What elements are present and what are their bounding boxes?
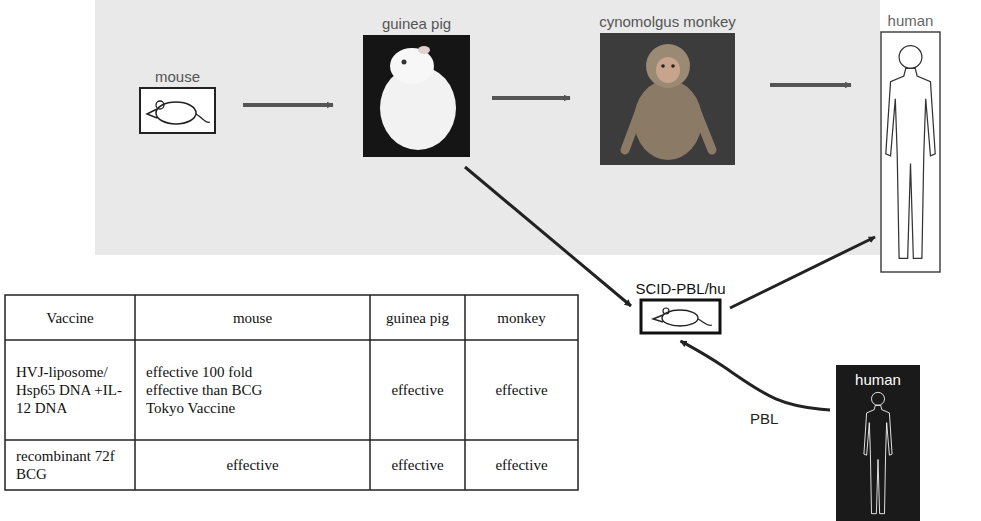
table-text: effective <box>391 381 443 399</box>
node-label: human <box>855 371 901 388</box>
table-cell: effective <box>371 341 464 439</box>
arrow-connector <box>681 341 831 410</box>
table-grid <box>5 295 578 490</box>
table-cell: Vaccine <box>6 296 134 339</box>
arrow-connector <box>492 96 570 100</box>
node-label: cynomolgus monkey <box>599 13 736 30</box>
table-cell: effective <box>466 341 577 439</box>
arrow-connector <box>770 83 851 87</box>
table-cell: recombinant 72f BCG <box>6 441 134 489</box>
animal-box: cynomolgus monkey <box>600 33 735 165</box>
guinea-pig-picture <box>363 35 470 157</box>
node-label: SCID-PBL/hu <box>635 280 725 297</box>
table-text: effective <box>495 456 547 474</box>
table-cell: effective <box>136 441 369 489</box>
table-cell: mouse <box>136 296 369 339</box>
table-cell: effective <box>466 441 577 489</box>
table-text: effective <box>495 381 547 399</box>
arrow-connector <box>730 237 875 308</box>
table-cell: effective <box>371 441 464 489</box>
node-label: mouse <box>155 68 200 85</box>
table-text: effective 100 fold effective than BCG To… <box>146 363 274 417</box>
edge-label: PBL <box>748 410 780 427</box>
human-box: human <box>836 365 920 521</box>
animal-box: mouse <box>140 88 215 133</box>
table-text: Vaccine <box>46 309 93 327</box>
node-label: guinea pig <box>382 15 451 32</box>
table-text: effective <box>226 456 278 474</box>
model-box: SCID-PBL/hu <box>641 300 720 333</box>
background-panel <box>95 0 880 255</box>
human-figure <box>836 365 920 521</box>
table-text: HVJ-liposome/ Hsp65 DNA +IL-12 DNA <box>16 363 124 417</box>
arrow-connector <box>465 167 631 306</box>
table-cell: guinea pig <box>371 296 464 339</box>
monkey-picture <box>600 33 735 165</box>
table-text: recombinant 72f BCG <box>16 447 124 483</box>
animal-box: guinea pig <box>363 35 470 157</box>
node-label: human <box>888 12 934 29</box>
scid-mouse-picture <box>641 300 720 333</box>
human-box: human <box>881 32 940 272</box>
table-cell: effective 100 fold effective than BCG To… <box>136 341 369 439</box>
table-cell: monkey <box>466 296 577 339</box>
human-figure <box>881 32 940 272</box>
table-text: guinea pig <box>386 309 449 327</box>
arrow-connector <box>243 103 333 107</box>
table-text: mouse <box>233 309 272 327</box>
mouse-picture <box>140 88 215 133</box>
table-text: monkey <box>497 309 545 327</box>
table-text: effective <box>391 456 443 474</box>
table-cell: HVJ-liposome/ Hsp65 DNA +IL-12 DNA <box>6 341 134 439</box>
